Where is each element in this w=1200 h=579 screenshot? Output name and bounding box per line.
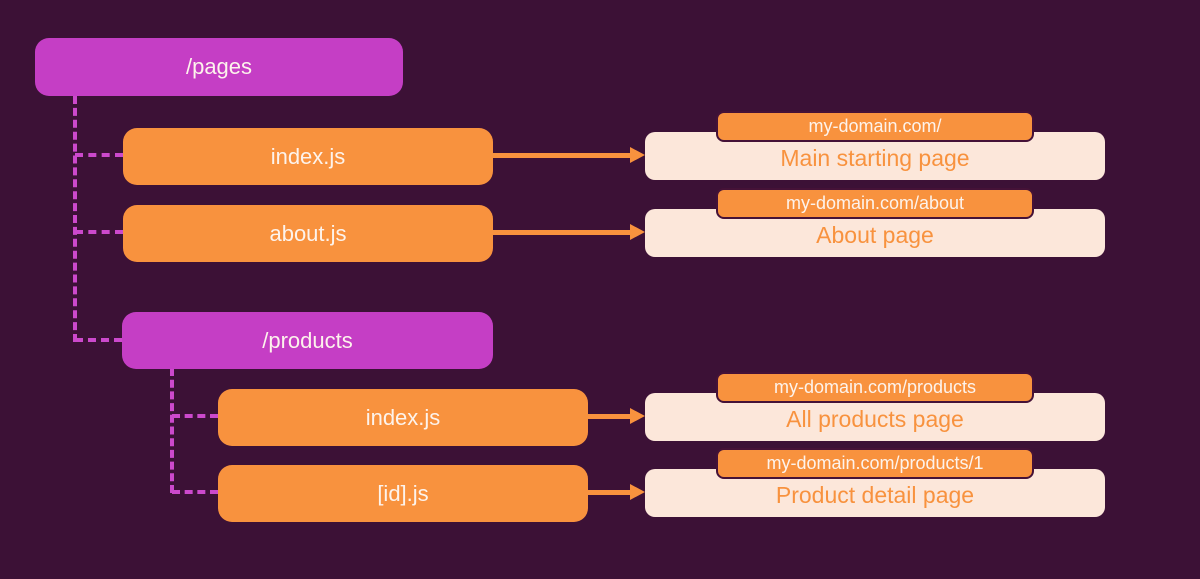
url-badge-product-detail: my-domain.com/products/1 <box>716 448 1034 479</box>
connector-pages-to-about <box>75 230 123 234</box>
connector-pages-vertical <box>73 96 77 342</box>
connector-products-to-index <box>172 414 218 418</box>
url-badge-about: my-domain.com/about <box>716 188 1034 219</box>
result-card-product-detail: my-domain.com/products/1 Product detail … <box>645 448 1105 517</box>
result-card-all-products: my-domain.com/products All products page <box>645 372 1105 441</box>
arrow-products-index-to-all-products <box>588 408 645 424</box>
connector-pages-to-products <box>75 338 122 342</box>
page-description-all-products: All products page <box>786 406 964 432</box>
url-badge-all-products: my-domain.com/products <box>716 372 1034 403</box>
tree-node-pages-folder: /pages <box>35 38 403 96</box>
tree-node-index-js: index.js <box>123 128 493 185</box>
connector-products-to-id <box>172 490 218 494</box>
result-card-home: my-domain.com/ Main starting page <box>645 111 1105 180</box>
arrow-index-to-home <box>493 147 645 163</box>
tree-node-id-js: [id].js <box>218 465 588 522</box>
page-description-about: About page <box>816 222 934 248</box>
result-card-about: my-domain.com/about About page <box>645 188 1105 257</box>
connector-pages-to-index <box>75 153 123 157</box>
arrow-id-to-product-detail <box>588 484 645 500</box>
arrow-about-to-about-page <box>493 224 645 240</box>
tree-node-products-folder: /products <box>122 312 493 369</box>
tree-node-about-js: about.js <box>123 205 493 262</box>
connector-products-vertical <box>170 368 174 493</box>
url-badge-home: my-domain.com/ <box>716 111 1034 142</box>
page-description-product-detail: Product detail page <box>775 482 975 508</box>
tree-node-products-index-js: index.js <box>218 389 588 446</box>
page-description-home: Main starting page <box>780 145 970 171</box>
